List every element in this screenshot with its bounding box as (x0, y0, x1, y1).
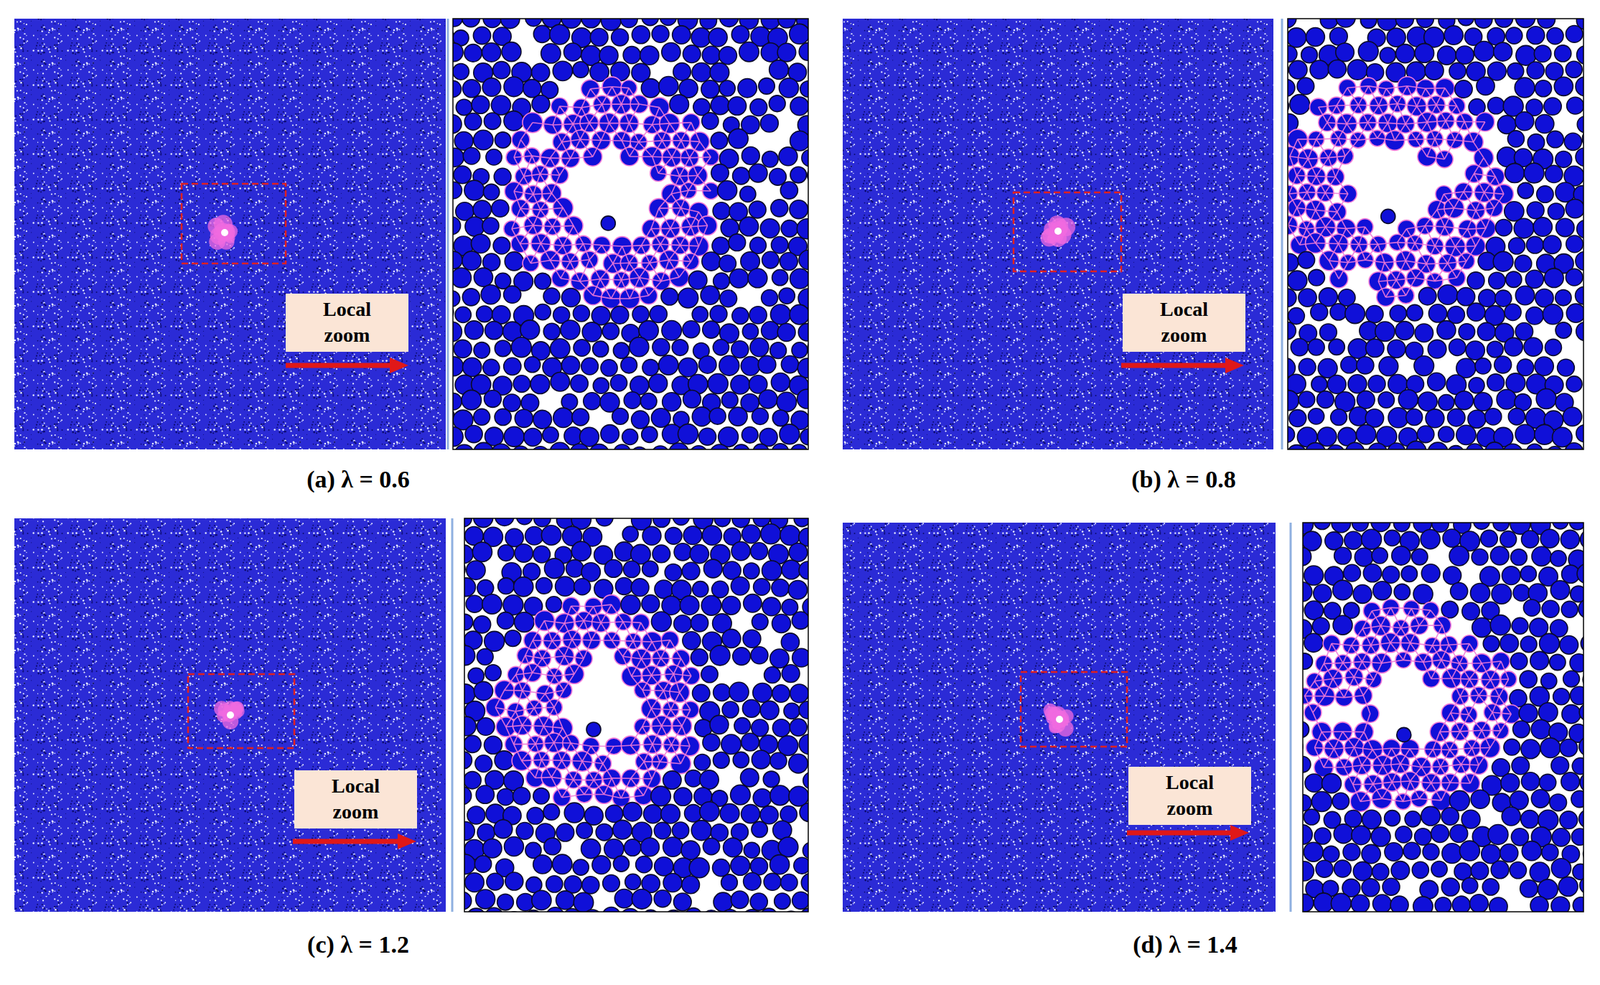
zoom-frame (188, 674, 295, 748)
arrow-head (389, 357, 409, 374)
zoom-label-box: Local zoom (285, 293, 409, 352)
arrow-head (397, 833, 417, 850)
panel (842, 0, 1600, 465)
damage-spot (207, 214, 238, 250)
zoom-frame (1013, 192, 1122, 272)
zoom-label-box: Local zoom (294, 770, 418, 829)
particle-field (842, 522, 1276, 912)
separator (1281, 18, 1284, 450)
damage-spot (1040, 215, 1076, 247)
separator (1289, 522, 1293, 912)
box-text: Local zoom (307, 296, 387, 349)
damage-spot (1043, 703, 1074, 737)
zoom-arrow (1126, 830, 1234, 836)
panel (14, 0, 830, 465)
panel (842, 493, 1600, 932)
zoom-view (452, 18, 809, 450)
zoom-frame (1020, 671, 1127, 747)
zoom-arrow (1121, 363, 1229, 369)
panel-caption: (c) λ = 1.2 (307, 931, 410, 959)
zoom-label-box: Local zoom (1122, 293, 1246, 352)
separator (447, 18, 450, 450)
zoom-frame (181, 183, 286, 264)
zoom-view (1302, 522, 1584, 912)
zoom-view (1287, 18, 1584, 450)
arrow-head (1230, 824, 1249, 841)
box-text: Local zoom (1144, 296, 1224, 349)
panel-caption: (b) λ = 0.8 (1131, 465, 1237, 494)
arrow-head (1225, 357, 1244, 374)
panel-caption: (d) λ = 1.4 (1132, 931, 1238, 959)
panel-caption: (a) λ = 0.6 (306, 465, 410, 494)
damage-spot (213, 700, 245, 730)
zoom-view (464, 518, 809, 912)
zoom-arrow (285, 363, 393, 369)
zoom-arrow (292, 839, 401, 845)
particle-field (842, 18, 1274, 450)
box-text: Local zoom (1150, 769, 1230, 822)
particle-field (14, 18, 446, 450)
particle-field (14, 518, 446, 912)
separator (451, 518, 454, 912)
box-text: Local zoom (316, 773, 396, 826)
zoom-label-box: Local zoom (1128, 766, 1252, 825)
panel (14, 489, 842, 930)
